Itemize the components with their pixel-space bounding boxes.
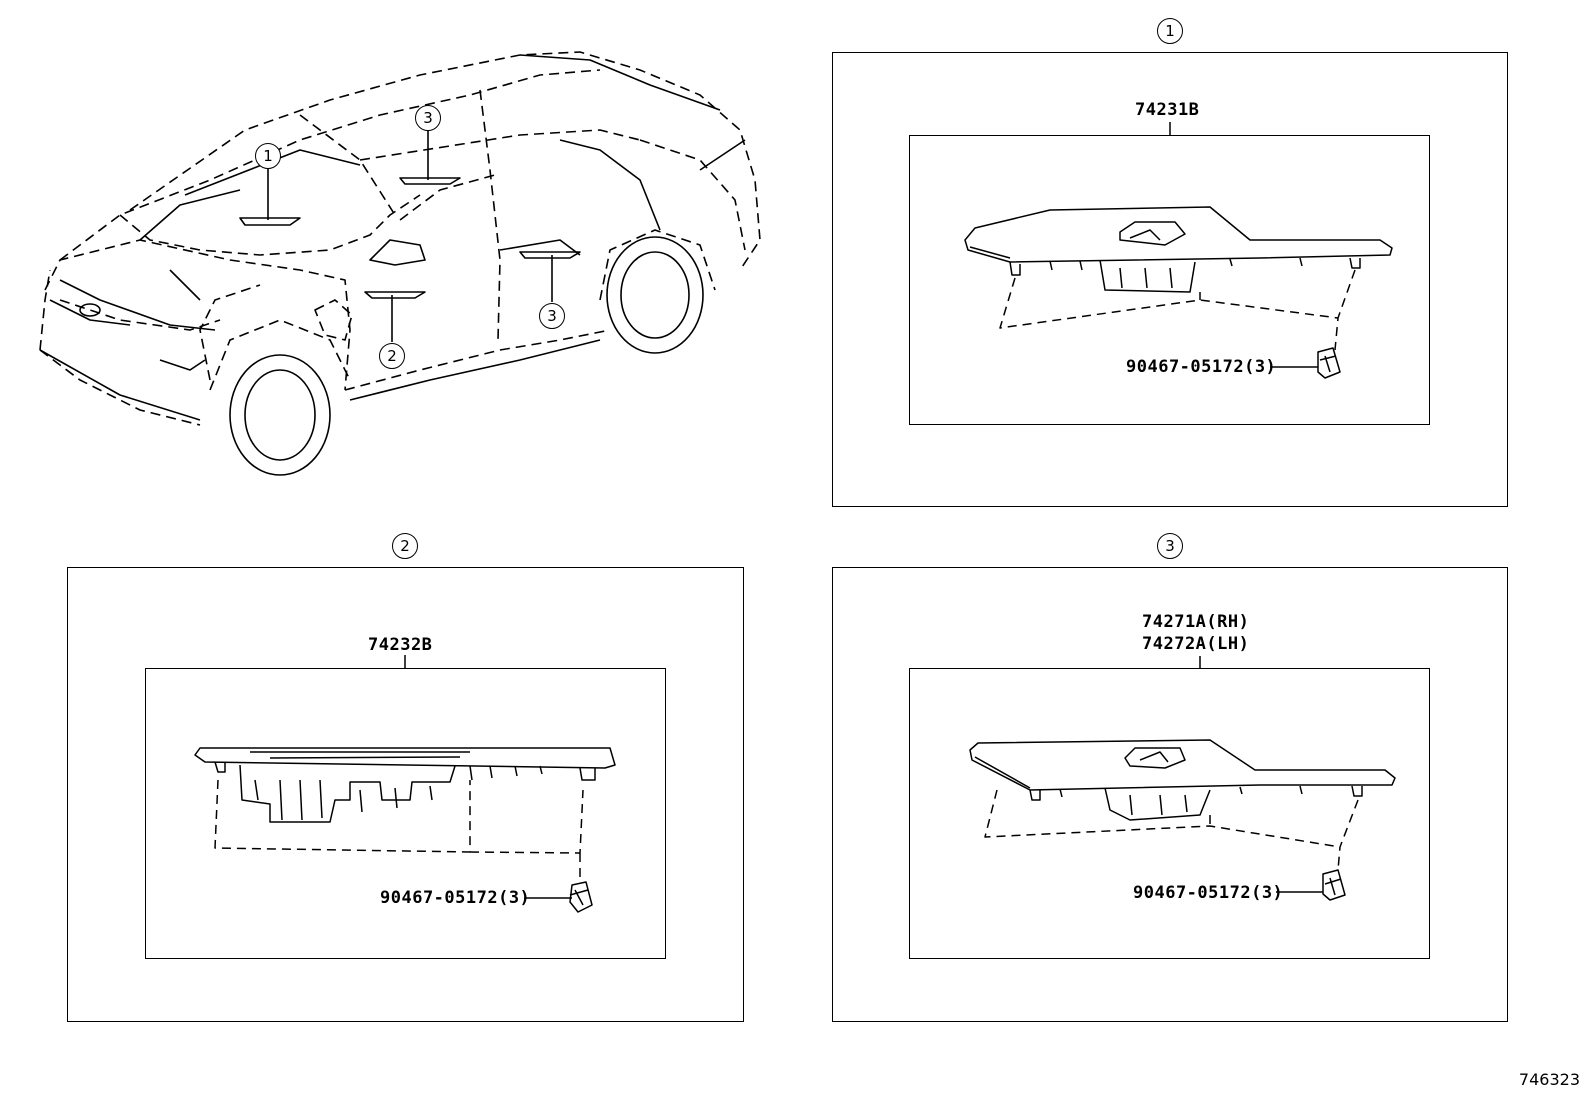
vehicle-callout-2: 2: [379, 343, 405, 369]
panel-3-inner-frame: [909, 668, 1430, 959]
panel-2-callout: 2: [392, 533, 418, 559]
vehicle-callout-3-lower: 3: [539, 303, 565, 329]
panel-1-outer-frame: [832, 52, 1508, 507]
panel-2-inner-frame: [145, 668, 666, 959]
panel-2-outer-frame: [67, 567, 744, 1022]
vehicle-callout-3-upper: 3: [415, 105, 441, 131]
panel-3-clip-number: 90467-05172(3): [1133, 883, 1284, 903]
panel-1-clip-number: 90467-05172(3): [1126, 357, 1277, 377]
figure-number: 746323: [1518, 1070, 1580, 1089]
vehicle-callout-1: 1: [255, 143, 281, 169]
panel-1-inner-frame: [909, 135, 1430, 425]
panel-3-callout: 3: [1157, 533, 1183, 559]
panel-3-part-number-lh: 74272A(LH): [1142, 634, 1250, 654]
panel-3-outer-frame: [832, 567, 1508, 1022]
panel-1-callout: 1: [1157, 18, 1183, 44]
panel-3-part-number-rh: 74271A(RH): [1142, 612, 1250, 632]
panel-1-part-number: 74231B: [1135, 100, 1200, 120]
panel-2-part-number: 74232B: [368, 635, 433, 655]
panel-2-clip-number: 90467-05172(3): [380, 888, 531, 908]
